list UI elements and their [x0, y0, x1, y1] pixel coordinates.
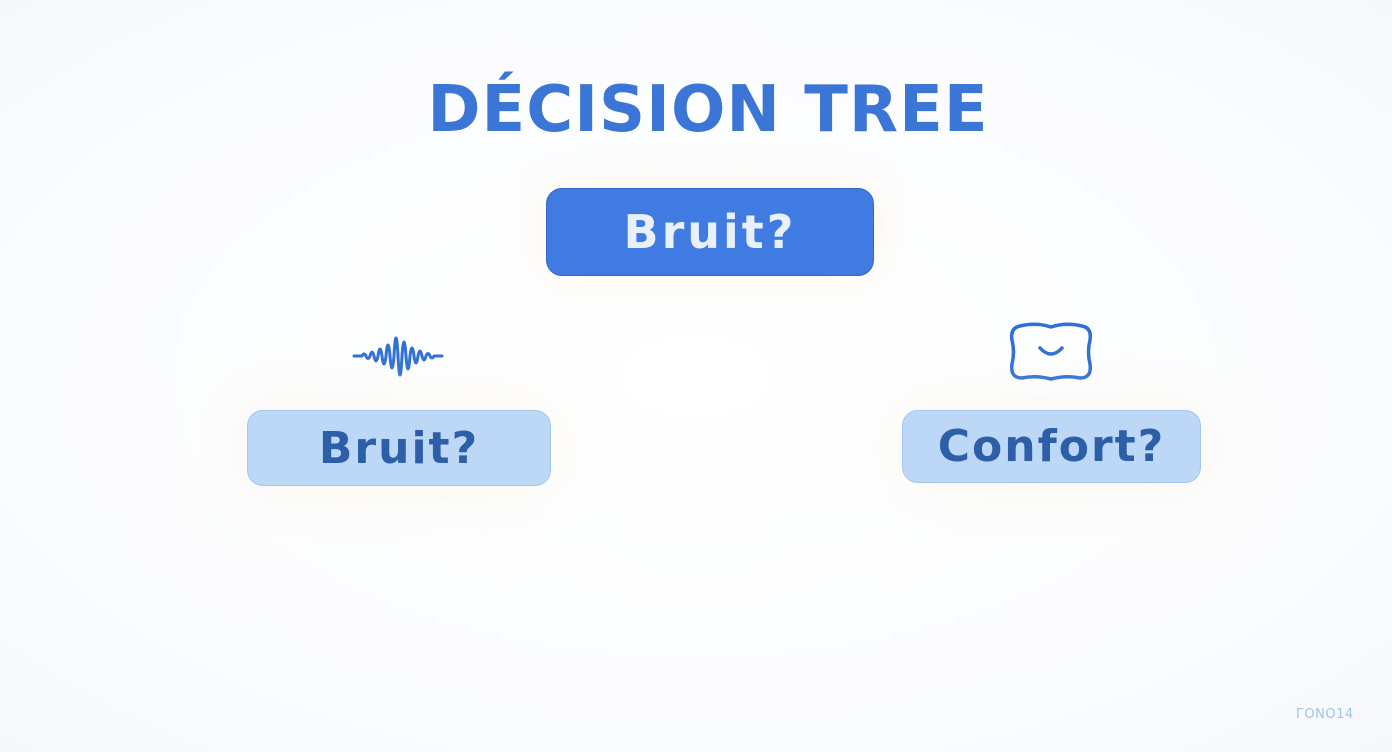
pillow-icon	[1009, 322, 1093, 381]
root-node-label: Bruit?	[623, 205, 797, 259]
root-node: Bruit?	[546, 188, 874, 276]
child-node-comfort-label: Confort?	[937, 421, 1166, 472]
child-node-noise-label: Bruit?	[318, 422, 480, 474]
diagram-title: DÉCISION TREE	[427, 73, 989, 147]
child-node-noise: Bruit?	[247, 410, 551, 486]
child-node-comfort: Confort?	[902, 410, 1201, 483]
sound-wave-icon	[352, 336, 444, 377]
watermark-text: ГОNO14	[1296, 707, 1354, 722]
